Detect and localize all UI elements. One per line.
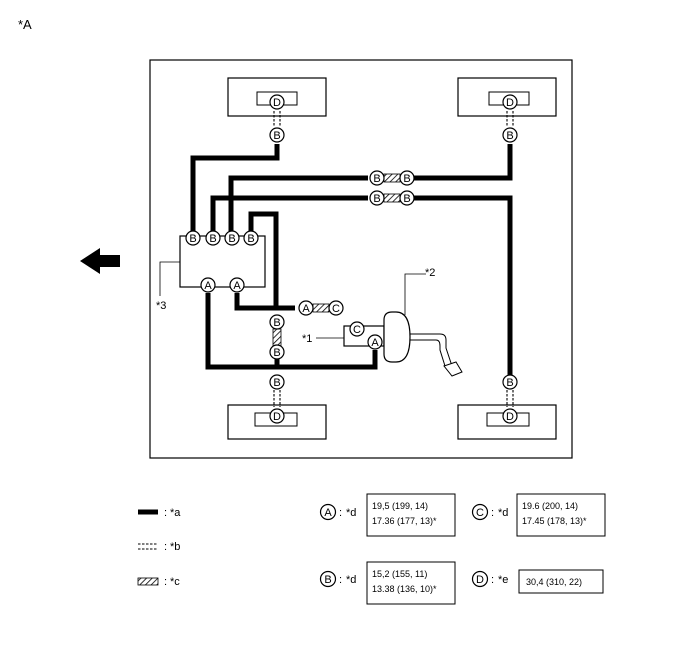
svg-text:B: B bbox=[273, 377, 280, 389]
connector-b-hose-1a: B bbox=[369, 170, 385, 186]
legend-hatched-line: : *c bbox=[137, 576, 180, 588]
svg-text::: : bbox=[491, 507, 494, 519]
dashed-tubes bbox=[273, 111, 514, 407]
svg-text::: : bbox=[339, 507, 342, 519]
svg-text:B: B bbox=[273, 347, 280, 359]
svg-text:B: B bbox=[247, 233, 254, 245]
svg-text:*c: *c bbox=[170, 576, 180, 588]
legend-torque-b: B : *d 15,2 (155, 11) 13.38 (136, 10)* bbox=[319, 561, 456, 605]
svg-text:B: B bbox=[209, 233, 216, 245]
svg-text:A: A bbox=[233, 280, 241, 292]
legend: : *a : *b : *c A : *d 19,5 (199, 14) 17.… bbox=[137, 493, 606, 605]
svg-text:B: B bbox=[189, 233, 196, 245]
master-cylinder bbox=[343, 311, 463, 377]
svg-text::: : bbox=[491, 574, 494, 586]
figure-label: *A bbox=[18, 17, 32, 32]
connector-a-hose: A bbox=[298, 300, 314, 316]
connector-d-rear-right: D bbox=[502, 408, 518, 424]
wheel-front-left bbox=[227, 77, 327, 117]
connector-b-front-left: B bbox=[269, 127, 285, 143]
svg-text:*d: *d bbox=[346, 574, 356, 586]
connectors: D B D B B B B B B B B B A A A C C A B B … bbox=[185, 94, 518, 424]
callout-3: *3 bbox=[156, 300, 166, 312]
svg-text:B: B bbox=[373, 193, 380, 205]
svg-text:*a: *a bbox=[170, 507, 181, 519]
svg-text:B: B bbox=[373, 173, 380, 185]
flex-hose bbox=[383, 193, 401, 203]
connector-b-actuator-1: B bbox=[185, 230, 201, 246]
connector-a-actuator-1: A bbox=[200, 277, 216, 293]
svg-text:C: C bbox=[353, 324, 361, 336]
legend-torque-c: C : *d 19.6 (200, 14) 17.45 (178, 13)* bbox=[471, 493, 606, 537]
svg-text::: : bbox=[164, 507, 167, 519]
connector-b-rear-left: B bbox=[269, 374, 285, 390]
svg-text::: : bbox=[164, 576, 167, 588]
svg-text:19,5 (199, 14): 19,5 (199, 14) bbox=[372, 501, 428, 511]
svg-text:17.36 (177, 13)*: 17.36 (177, 13)* bbox=[372, 516, 437, 526]
svg-text:30,4 (310, 22): 30,4 (310, 22) bbox=[526, 577, 582, 587]
connector-b-hose-2b: B bbox=[399, 190, 415, 206]
callout-1: *1 bbox=[302, 333, 312, 345]
svg-text:A: A bbox=[204, 280, 212, 292]
brake-tubes bbox=[190, 144, 513, 376]
connector-d-front-left: D bbox=[269, 94, 285, 110]
svg-text:*e: *e bbox=[498, 574, 508, 586]
callout-2: *2 bbox=[425, 267, 435, 279]
connector-b-front-right: B bbox=[502, 127, 518, 143]
svg-text:A: A bbox=[324, 507, 332, 519]
connector-d-rear-left: D bbox=[269, 408, 285, 424]
connector-b-hose-1b: B bbox=[399, 170, 415, 186]
svg-text::: : bbox=[164, 541, 167, 553]
svg-text:B: B bbox=[273, 130, 280, 142]
svg-text:B: B bbox=[506, 377, 513, 389]
svg-text:B: B bbox=[403, 173, 410, 185]
svg-text:*d: *d bbox=[346, 507, 356, 519]
svg-text:D: D bbox=[273, 411, 281, 423]
svg-text:B: B bbox=[228, 233, 235, 245]
connector-c-hose: C bbox=[328, 300, 344, 316]
flex-hose bbox=[383, 173, 401, 183]
svg-text:D: D bbox=[476, 574, 484, 586]
callout-2-leader bbox=[404, 273, 426, 315]
legend-torque-a: A : *d 19,5 (199, 14) 17.36 (177, 13)* bbox=[319, 493, 456, 537]
callout-3-leader bbox=[159, 261, 180, 296]
svg-text:D: D bbox=[273, 97, 281, 109]
flex-hose bbox=[312, 303, 330, 313]
svg-text:13.38 (136, 10)*: 13.38 (136, 10)* bbox=[372, 584, 437, 594]
flex-hose bbox=[272, 328, 282, 347]
arrow-left-icon bbox=[80, 248, 120, 274]
svg-text:*b: *b bbox=[170, 541, 180, 553]
svg-text:C: C bbox=[476, 507, 484, 519]
svg-text:A: A bbox=[371, 337, 379, 349]
svg-text:19.6 (200, 14): 19.6 (200, 14) bbox=[522, 501, 578, 511]
svg-text:*d: *d bbox=[498, 507, 508, 519]
legend-dashed-line: : *b bbox=[138, 541, 180, 553]
legend-solid-line: : *a bbox=[138, 507, 181, 519]
svg-text::: : bbox=[339, 574, 342, 586]
svg-text:B: B bbox=[324, 574, 331, 586]
svg-text:17.45 (178, 13)*: 17.45 (178, 13)* bbox=[522, 516, 587, 526]
connector-d-front-right: D bbox=[502, 94, 518, 110]
svg-text:B: B bbox=[403, 193, 410, 205]
svg-text:B: B bbox=[273, 317, 280, 329]
connector-a-master: A bbox=[367, 334, 383, 350]
connector-a-actuator-2: A bbox=[229, 277, 245, 293]
svg-text:15,2 (155, 11): 15,2 (155, 11) bbox=[372, 569, 427, 579]
svg-text:D: D bbox=[506, 97, 514, 109]
connector-b-mid-2: B bbox=[269, 344, 285, 360]
connector-c-master: C bbox=[349, 321, 365, 337]
svg-text:D: D bbox=[506, 411, 514, 423]
vehicle-frame bbox=[149, 59, 573, 459]
connector-b-mid-1: B bbox=[269, 314, 285, 330]
svg-text:C: C bbox=[332, 303, 340, 315]
svg-text:B: B bbox=[506, 130, 513, 142]
connector-b-rear-right: B bbox=[502, 374, 518, 390]
connector-b-actuator-4: B bbox=[243, 230, 259, 246]
connector-b-actuator-3: B bbox=[224, 230, 240, 246]
connector-b-actuator-2: B bbox=[205, 230, 221, 246]
legend-torque-d: D : *e 30,4 (310, 22) bbox=[471, 569, 604, 594]
connector-b-hose-2a: B bbox=[369, 190, 385, 206]
svg-text:A: A bbox=[302, 303, 310, 315]
